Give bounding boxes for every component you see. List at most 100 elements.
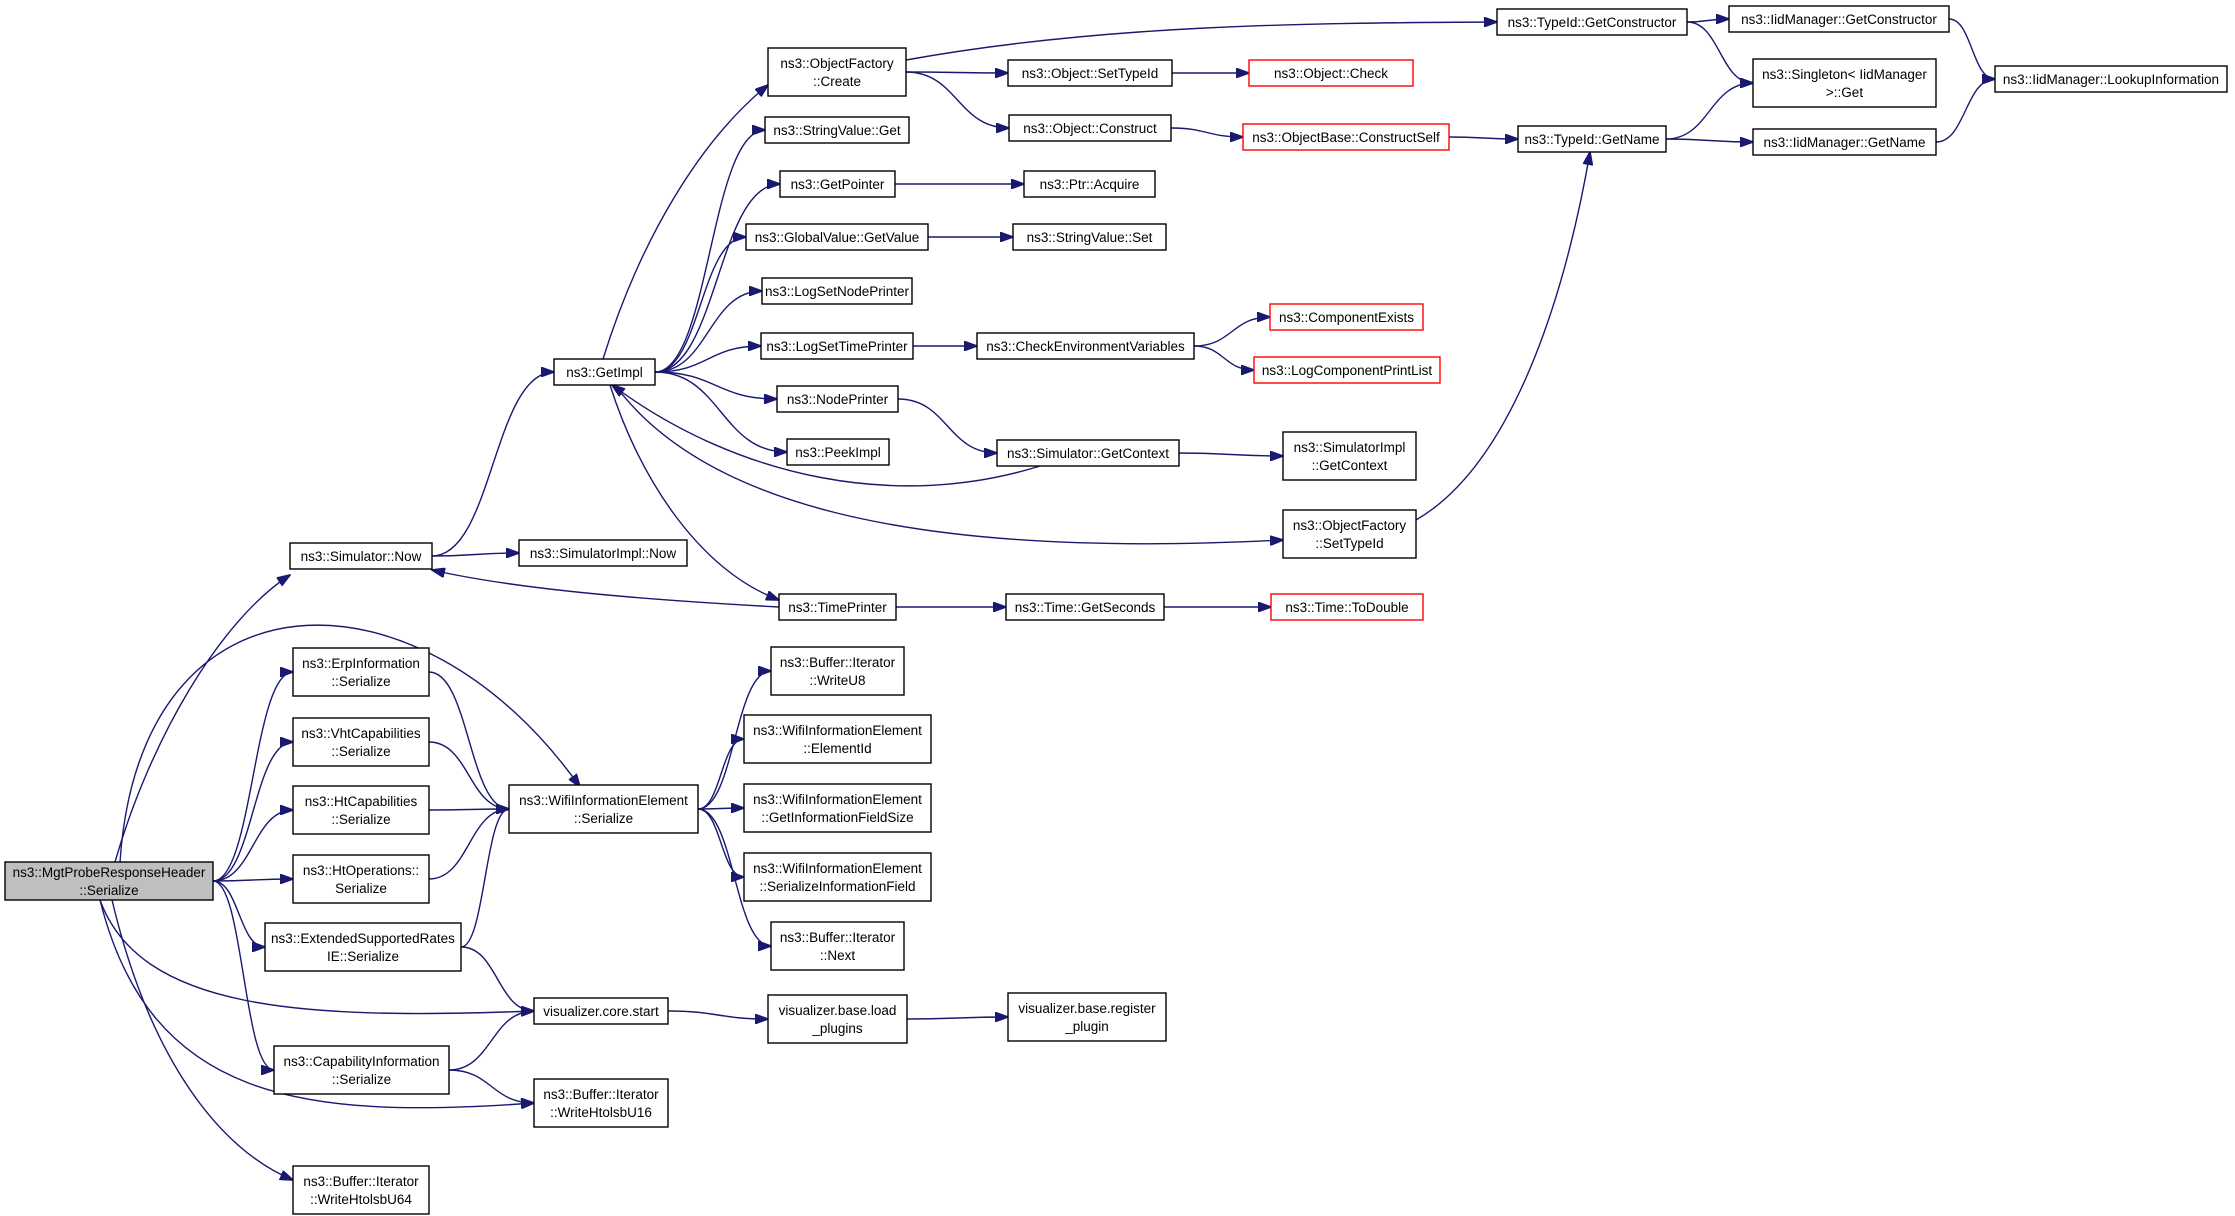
node-peekimpl[interactable]: ns3::PeekImpl bbox=[786, 438, 890, 466]
edge-htop-to-wifiser bbox=[428, 809, 509, 880]
edge-simnow-to-simimplnow bbox=[431, 553, 519, 556]
node-bufnext[interactable]: ns3::Buffer::Iterator::Next bbox=[770, 921, 905, 971]
node-box bbox=[1994, 65, 2228, 93]
node-ofcreate[interactable]: ns3::ObjectFactory::Create bbox=[767, 47, 907, 97]
node-box bbox=[289, 542, 433, 570]
node-wifiser[interactable]: ns3::WifiInformationElement::Serialize bbox=[508, 784, 699, 834]
node-capinfo[interactable]: ns3::CapabilityInformation::Serialize bbox=[273, 1045, 450, 1095]
node-box bbox=[508, 784, 699, 834]
node-box bbox=[767, 994, 908, 1044]
node-objconstruct[interactable]: ns3::Object::Construct bbox=[1008, 114, 1172, 142]
edge-simgetctx-to-getimpl bbox=[612, 385, 1041, 487]
node-label: ns3::LogSetNodePrinter bbox=[765, 284, 910, 299]
node-label: ns3::Simulator::GetContext bbox=[1007, 446, 1169, 461]
node-getimpl[interactable]: ns3::GetImpl bbox=[553, 358, 656, 386]
node-label: ::Create bbox=[813, 74, 861, 89]
node-logcomplist[interactable]: ns3::LogComponentPrintList bbox=[1253, 356, 1441, 384]
node-loadplugins[interactable]: visualizer.base.load_plugins bbox=[767, 994, 908, 1044]
edge-getimpl-to-gvget bbox=[654, 237, 746, 373]
node-timeprinter[interactable]: ns3::TimePrinter bbox=[778, 593, 897, 621]
edge-capinfo-to-vizstart bbox=[448, 1011, 534, 1071]
node-label: visualizer.base.register bbox=[1018, 1001, 1156, 1016]
node-box bbox=[292, 785, 430, 835]
node-box bbox=[1269, 303, 1424, 331]
node-wu16[interactable]: ns3::Buffer::Iterator::WriteHtolsbU16 bbox=[533, 1078, 669, 1128]
node-vizstart[interactable]: visualizer.core.start bbox=[533, 997, 669, 1025]
node-root[interactable]: ns3::MgtProbeResponseHeader::Serialize bbox=[4, 861, 214, 901]
edge-simnow-to-getimpl bbox=[431, 372, 554, 557]
node-compexists[interactable]: ns3::ComponentExists bbox=[1269, 303, 1424, 331]
node-label: ::ElementId bbox=[803, 741, 871, 756]
edge-root-to-capinfo bbox=[212, 880, 274, 1070]
node-box bbox=[264, 922, 462, 972]
node-lognode[interactable]: ns3::LogSetNodePrinter bbox=[761, 277, 913, 305]
edge-checkenv-to-compexists bbox=[1193, 317, 1270, 347]
node-ptracq[interactable]: ns3::Ptr::Acquire bbox=[1023, 170, 1156, 198]
edge-getimpl-to-peekimpl bbox=[654, 371, 787, 452]
node-elemid[interactable]: ns3::WifiInformationElement::ElementId bbox=[743, 714, 932, 764]
node-box bbox=[1008, 114, 1172, 142]
node-nodeprinter[interactable]: ns3::NodePrinter bbox=[776, 385, 899, 413]
node-getinfosize[interactable]: ns3::WifiInformationElement::GetInformat… bbox=[743, 783, 932, 833]
node-label: >::Get bbox=[1826, 85, 1863, 100]
edge-iidgetctor-to-lookupinfo bbox=[1948, 18, 1995, 79]
node-tidgetname[interactable]: ns3::TypeId::GetName bbox=[1517, 125, 1667, 153]
node-iidgetname[interactable]: ns3::IidManager::GetName bbox=[1752, 128, 1937, 156]
node-label: ns3::TimePrinter bbox=[788, 600, 887, 615]
node-setttypeid[interactable]: ns3::Object::SetTypeId bbox=[1007, 59, 1173, 87]
node-label: ::SetTypeId bbox=[1315, 536, 1383, 551]
node-box bbox=[292, 717, 430, 767]
node-box bbox=[1517, 125, 1667, 153]
node-simgetctx[interactable]: ns3::Simulator::GetContext bbox=[996, 439, 1180, 467]
node-label: ::Serialize bbox=[331, 674, 390, 689]
node-checkenv[interactable]: ns3::CheckEnvironmentVariables bbox=[976, 332, 1195, 360]
node-htcap[interactable]: ns3::HtCapabilities::Serialize bbox=[292, 785, 430, 835]
node-serinfo[interactable]: ns3::WifiInformationElement::SerializeIn… bbox=[743, 852, 932, 902]
node-simimplgetctx[interactable]: ns3::SimulatorImpl::GetContext bbox=[1282, 431, 1417, 481]
node-simimplnow[interactable]: ns3::SimulatorImpl::Now bbox=[518, 539, 688, 567]
node-wu8[interactable]: ns3::Buffer::Iterator::WriteU8 bbox=[770, 646, 905, 696]
node-label: ns3::Buffer::Iterator bbox=[780, 655, 896, 670]
node-regplugin[interactable]: visualizer.base.register_plugin bbox=[1007, 992, 1167, 1042]
node-label: ns3::LogSetTimePrinter bbox=[766, 339, 908, 354]
node-box bbox=[996, 439, 1180, 467]
edge-constructself-to-tidgetname bbox=[1448, 137, 1518, 139]
node-gvget[interactable]: ns3::GlobalValue::GetValue bbox=[745, 223, 929, 251]
node-getptr[interactable]: ns3::GetPointer bbox=[779, 170, 896, 198]
node-label: ns3::TypeId::GetName bbox=[1524, 132, 1659, 147]
node-label: ::WriteU8 bbox=[809, 673, 865, 688]
edge-root-to-wifiser bbox=[119, 624, 580, 863]
node-box bbox=[1270, 593, 1424, 621]
node-erp[interactable]: ns3::ErpInformation::Serialize bbox=[292, 647, 430, 697]
node-box bbox=[1012, 223, 1167, 251]
node-box bbox=[1007, 59, 1173, 87]
node-box bbox=[533, 997, 669, 1025]
node-box bbox=[1253, 356, 1441, 384]
node-label: ns3::GetPointer bbox=[791, 177, 885, 192]
node-constructself[interactable]: ns3::ObjectBase::ConstructSelf bbox=[1242, 123, 1450, 151]
node-tidgetctor[interactable]: ns3::TypeId::GetConstructor bbox=[1496, 8, 1688, 36]
node-htop[interactable]: ns3::HtOperations::Serialize bbox=[292, 854, 430, 904]
node-iidgetctor[interactable]: ns3::IidManager::GetConstructor bbox=[1728, 5, 1950, 33]
node-label: ns3::GetImpl bbox=[566, 365, 643, 380]
edge-erp-to-wifiser bbox=[428, 671, 509, 809]
node-simnow[interactable]: ns3::Simulator::Now bbox=[289, 542, 433, 570]
node-label: ns3::Buffer::Iterator bbox=[780, 930, 896, 945]
node-lookupinfo[interactable]: ns3::IidManager::LookupInformation bbox=[1994, 65, 2228, 93]
node-objcheck[interactable]: ns3::Object::Check bbox=[1248, 59, 1414, 87]
edge-tidgetctor-to-iidgetctor bbox=[1686, 19, 1729, 22]
node-box bbox=[292, 1165, 430, 1215]
node-timegetsec[interactable]: ns3::Time::GetSeconds bbox=[1005, 593, 1165, 621]
node-strset[interactable]: ns3::StringValue::Set bbox=[1012, 223, 1167, 251]
node-wu64[interactable]: ns3::Buffer::Iterator::WriteHtolsbU64 bbox=[292, 1165, 430, 1215]
node-vht[interactable]: ns3::VhtCapabilities::Serialize bbox=[292, 717, 430, 767]
node-ofsettypeid[interactable]: ns3::ObjectFactory::SetTypeId bbox=[1282, 509, 1417, 559]
node-box bbox=[976, 332, 1195, 360]
node-label: ::GetContext bbox=[1312, 458, 1388, 473]
node-logtime[interactable]: ns3::LogSetTimePrinter bbox=[760, 332, 914, 360]
node-strget[interactable]: ns3::StringValue::Get bbox=[764, 116, 910, 144]
node-box bbox=[1248, 59, 1414, 87]
node-todouble[interactable]: ns3::Time::ToDouble bbox=[1270, 593, 1424, 621]
node-singleton[interactable]: ns3::Singleton< IidManager >::Get bbox=[1752, 58, 1937, 108]
